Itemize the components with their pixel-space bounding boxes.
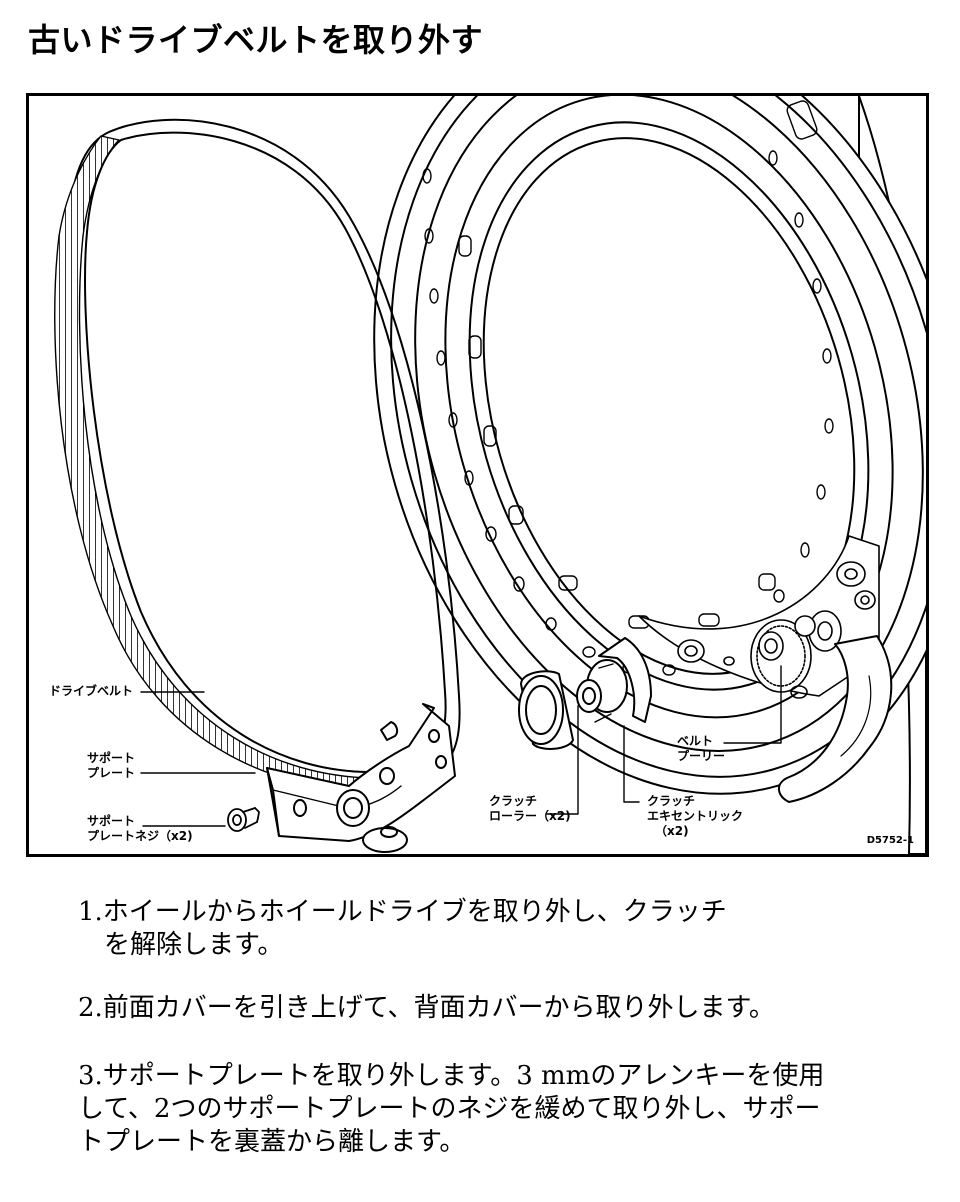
label-clutch-eccentric: クラッチ エキセントリック （x2) xyxy=(647,794,744,838)
diagram-drawing xyxy=(54,96,926,854)
label-support-plate-screw: サポート プレートネジ（x2) xyxy=(87,814,193,843)
step-2: 2.前面カバーを引き上げて、背面カバーから取り外します。 xyxy=(78,993,775,1023)
figure-id: D5752-1 xyxy=(866,835,914,846)
leader-lines xyxy=(140,665,782,827)
clutch-eccentric xyxy=(576,637,652,723)
label-clutch-roller: クラッチ ローラー（x2) xyxy=(489,794,571,823)
label-drive-belt: ドライブベルト xyxy=(49,684,134,698)
page-title: 古いドライブベルトを取り外す xyxy=(28,21,484,59)
clutch-roller xyxy=(518,670,574,750)
label-support-plate: サポート プレート xyxy=(87,751,136,780)
release-lever xyxy=(778,635,893,803)
label-belt-pulley: ベルト プーリー xyxy=(677,734,726,763)
support-plate-screw xyxy=(227,807,260,832)
bearing-ring xyxy=(373,96,926,795)
support-plate xyxy=(266,703,456,853)
step-1: 1.ホイールからホイールドライブを取り外し、クラッチ を解除します。 xyxy=(78,897,727,960)
exploded-diagram: ドライブベルト サポート プレート サポート プレートネジ（x2) クラッチ ロ… xyxy=(26,93,929,857)
step-3: 3.サポートプレートを取り外します。3 mmのアレンキーを使用 して、2つのサポ… xyxy=(78,1061,825,1157)
